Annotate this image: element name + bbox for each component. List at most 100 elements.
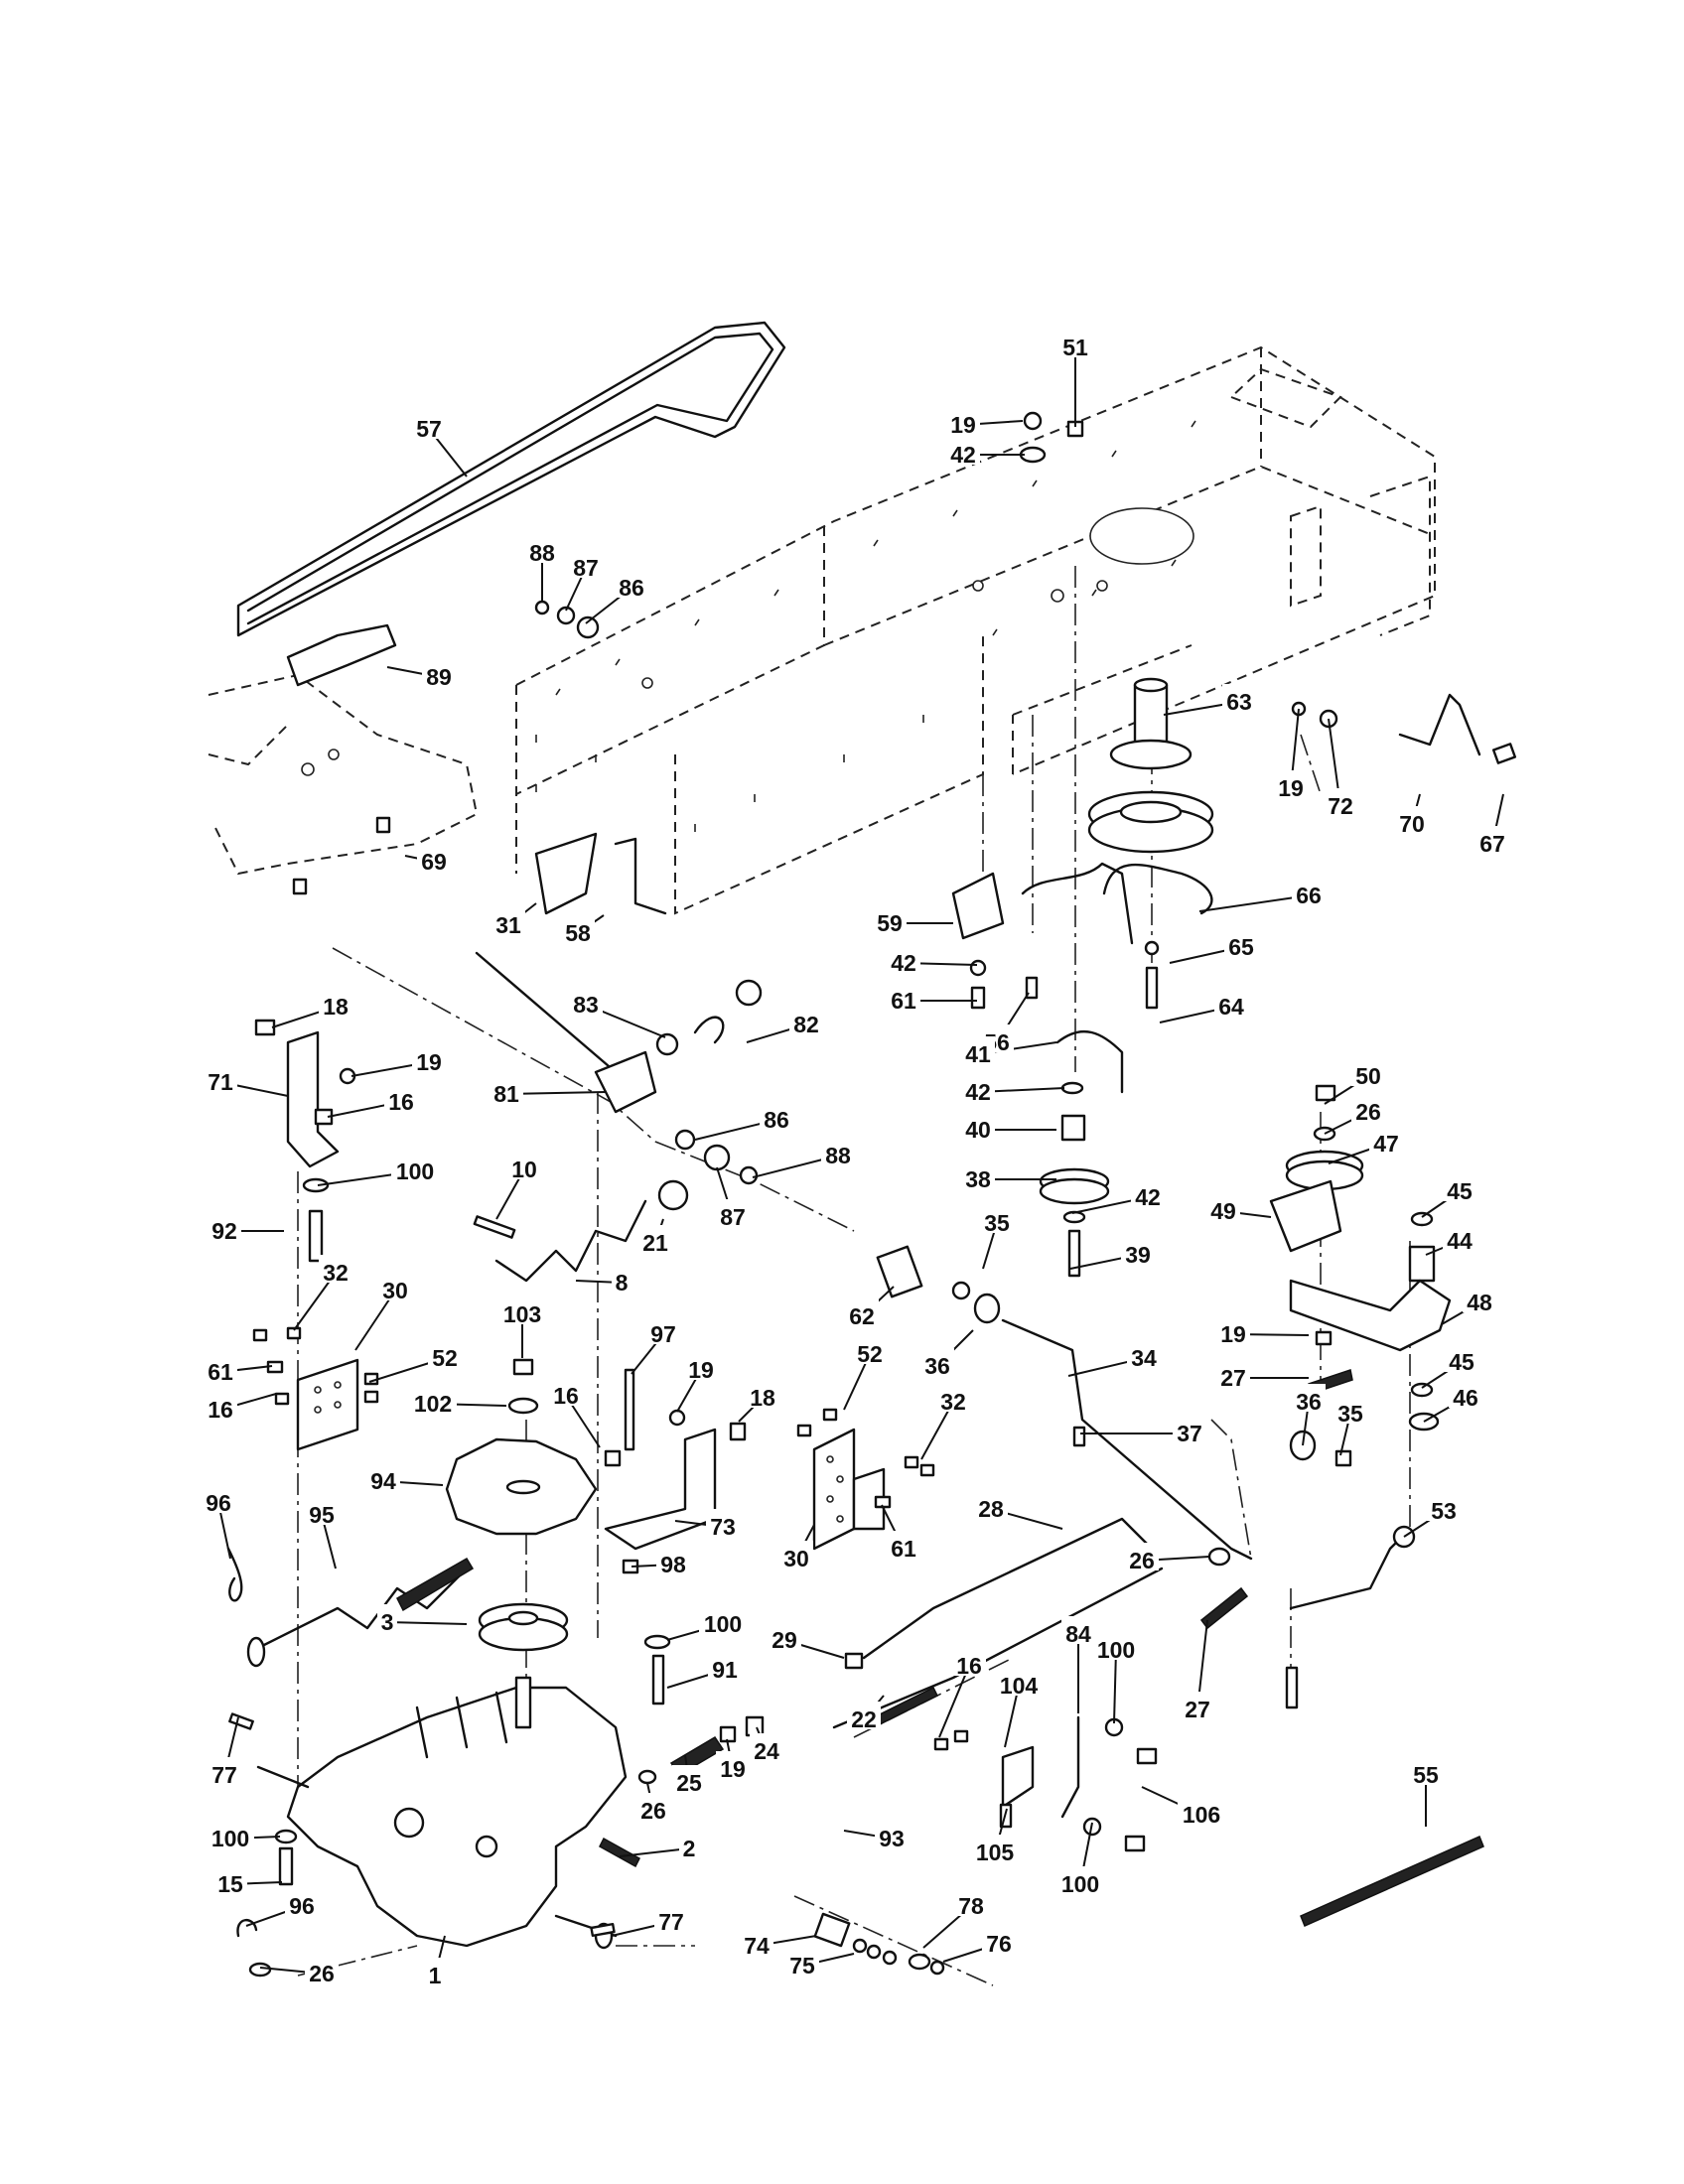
callout-bg-49 — [1206, 1193, 1240, 1221]
callout-bg-69 — [417, 844, 451, 872]
shaft-pins — [1072, 1426, 1299, 1709]
callout-leader-104 — [1004, 1685, 1020, 1748]
callout-number: 92 — [211, 1218, 237, 1244]
fan-pulley-stack — [445, 1358, 598, 1652]
transaxle — [228, 1676, 628, 1950]
callout-number: 63 — [1226, 689, 1252, 715]
callout-bg-40 — [961, 1112, 995, 1140]
callout-bg-102 — [409, 1386, 457, 1414]
callout-bg-2 — [679, 1831, 699, 1858]
callout-number: 105 — [976, 1840, 1015, 1865]
callout-number: 42 — [1135, 1184, 1161, 1210]
callout-number: 52 — [857, 1341, 883, 1367]
callout-bg-58 — [561, 915, 595, 943]
bracket-71-assembly — [254, 1019, 356, 1263]
callout-bg-42 — [1131, 1179, 1165, 1207]
callout-bg-16 — [204, 1392, 237, 1420]
callout-bg-39 — [1121, 1237, 1155, 1265]
callout-number: 53 — [1431, 1498, 1457, 1524]
callout-bg-61 — [887, 983, 920, 1011]
callout-bg-104 — [995, 1668, 1043, 1696]
bolts-69 — [292, 816, 391, 895]
callout-bg-71 — [204, 1064, 237, 1092]
bracket-30-right — [796, 1408, 935, 1551]
callout-bg-87 — [569, 550, 603, 578]
brake-rod-hardware — [1291, 693, 1517, 764]
callout-bg-67 — [1475, 826, 1509, 854]
callout-number: 65 — [1228, 934, 1254, 960]
callout-bg-76 — [982, 1926, 1016, 1954]
callout-number: 100 — [1061, 1871, 1099, 1897]
mandrel-assembly — [1087, 677, 1214, 1010]
callout-bg-32 — [936, 1384, 970, 1412]
callout-leader-2 — [619, 1847, 690, 1857]
callout-bg-18 — [319, 989, 352, 1017]
callout-number: 94 — [370, 1468, 396, 1494]
callout-bg-100 — [207, 1821, 254, 1848]
callout-number: 27 — [1220, 1365, 1246, 1391]
callout-bg-42 — [946, 437, 980, 465]
callout-number: 88 — [825, 1143, 851, 1168]
callout-bg-86 — [615, 570, 648, 598]
callout-number: 72 — [1328, 793, 1353, 819]
callout-bg-30 — [779, 1541, 813, 1569]
callout-number: 32 — [940, 1389, 966, 1415]
callout-number: 39 — [1125, 1242, 1151, 1268]
callout-leader-16 — [938, 1665, 970, 1738]
bracket-31 — [534, 832, 598, 915]
callout-bg-61 — [204, 1354, 237, 1382]
right-idler-assembly — [1269, 1084, 1452, 1610]
callout-number: 106 — [1183, 1802, 1220, 1828]
callout-number: 66 — [1296, 883, 1322, 908]
callout-number: 103 — [503, 1301, 541, 1327]
callout-bg-82 — [789, 1007, 823, 1034]
callout-bg-47 — [1369, 1126, 1403, 1154]
callout-number: 26 — [1355, 1099, 1381, 1125]
callout-number: 49 — [1210, 1198, 1236, 1224]
callout-number: 45 — [1447, 1178, 1473, 1204]
callout-bg-26 — [636, 1793, 670, 1821]
callout-number: 100 — [704, 1611, 742, 1637]
callout-leader-3 — [386, 1621, 468, 1625]
callout-bg-72 — [1324, 788, 1357, 816]
callout-bg-27 — [1216, 1360, 1250, 1388]
axle-spacer-hardware — [813, 1912, 945, 1976]
callout-bg-46 — [1449, 1380, 1482, 1408]
linkage-rods — [832, 1517, 1164, 1729]
callout-bg-48 — [1463, 1285, 1496, 1312]
callout-bg-10 — [507, 1152, 541, 1179]
callout-bg-24 — [750, 1733, 783, 1761]
callout-bg-26 — [1351, 1094, 1385, 1122]
callout-bg-52 — [853, 1336, 887, 1364]
drive-belt — [236, 321, 786, 637]
callout-bg-29 — [768, 1622, 801, 1650]
callout-number: 71 — [208, 1069, 233, 1095]
callout-bg-70 — [1395, 806, 1429, 834]
callout-number: 61 — [891, 988, 916, 1014]
callout-number: 57 — [416, 416, 442, 442]
callout-number: 77 — [658, 1909, 684, 1935]
control-shaft-81 — [475, 951, 763, 1185]
callout-number: 26 — [640, 1798, 666, 1824]
callout-bg-38 — [961, 1161, 995, 1189]
callout-bg-87 — [716, 1199, 750, 1227]
callout-number: 100 — [1097, 1637, 1135, 1663]
callout-bg-73 — [706, 1509, 740, 1537]
callout-bg-93 — [875, 1821, 909, 1848]
callout-bg-21 — [638, 1225, 672, 1253]
callout-number: 21 — [642, 1230, 668, 1256]
callout-bg-37 — [1173, 1416, 1206, 1443]
callout-number: 27 — [1185, 1697, 1210, 1722]
callout-bg-95 — [305, 1497, 339, 1525]
callout-bg-97 — [646, 1316, 680, 1344]
callout-bg-61 — [887, 1531, 920, 1559]
callout-number: 36 — [924, 1353, 950, 1379]
callout-bg-94 — [366, 1463, 400, 1491]
belt-guide — [286, 623, 397, 687]
callout-number: 42 — [950, 442, 976, 468]
callout-bg-34 — [1127, 1340, 1161, 1368]
callout-bg-42 — [961, 1074, 995, 1102]
idler-brackets — [951, 862, 1134, 1010]
callout-bg-36 — [1292, 1384, 1326, 1412]
callout-bg-75 — [785, 1948, 819, 1976]
